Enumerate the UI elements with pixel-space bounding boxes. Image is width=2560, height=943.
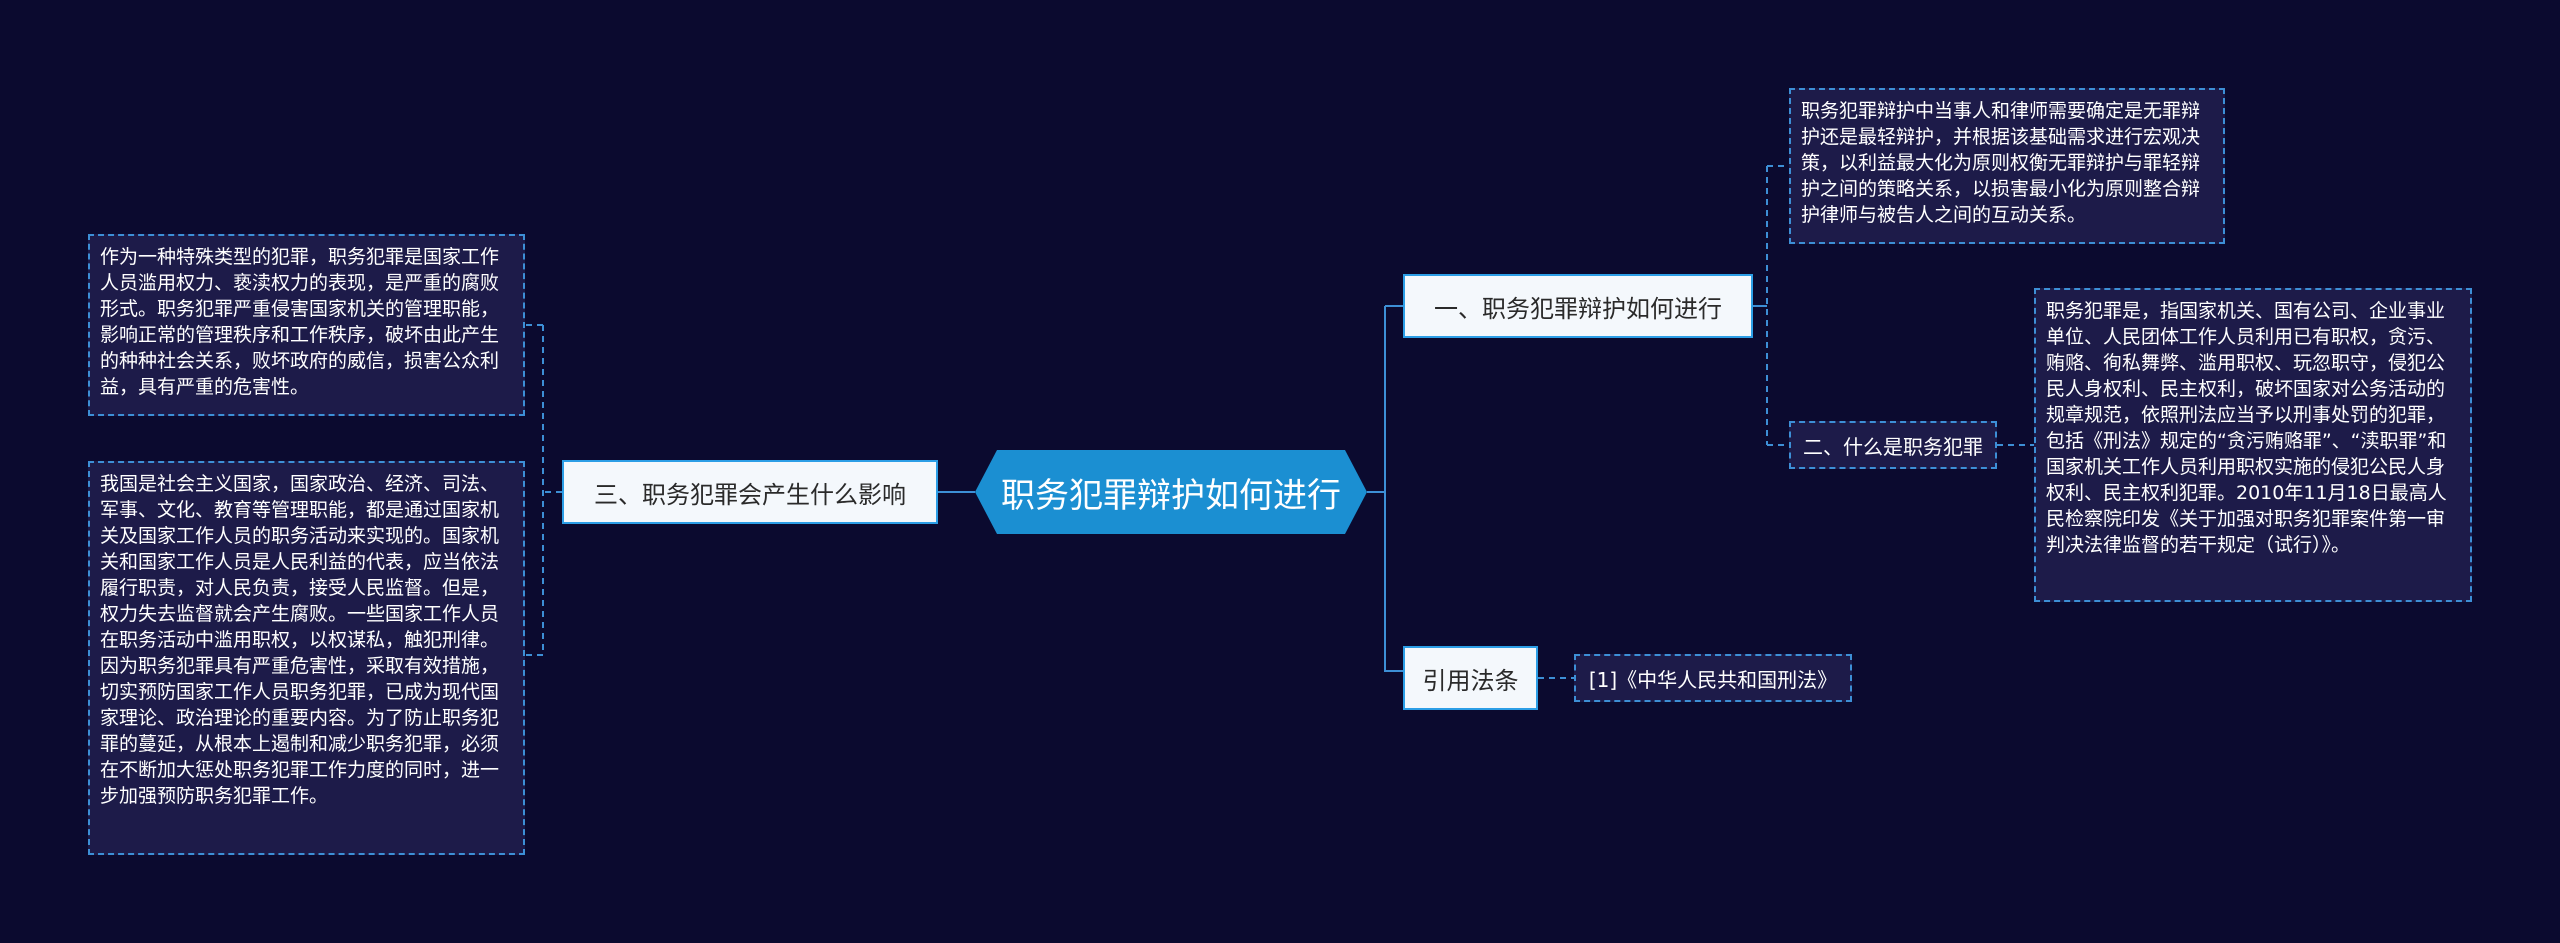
branch-impact-label: 三、职务犯罪会产生什么影响 <box>594 480 906 509</box>
branch-impact[interactable]: 三、职务犯罪会产生什么影响 <box>562 460 938 524</box>
leaf-defense-strategy-text: 职务犯罪辩护中当事人和律师需要确定是无罪辩护还是最轻辩护，并根据该基础需求进行宏… <box>1801 100 2201 226</box>
sub-criminal-law-label: [1]《中华人民共和国刑法》 <box>1588 667 1838 692</box>
branch-cited-law-label: 引用法条 <box>1422 666 1519 695</box>
branch-defense-method-label: 一、职务犯罪辩护如何进行 <box>1434 294 1722 323</box>
central-topic[interactable]: 职务犯罪辩护如何进行 <box>975 450 1367 534</box>
leaf-defense-strategy[interactable]: 职务犯罪辩护中当事人和律师需要确定是无罪辩护还是最轻辩护，并根据该基础需求进行宏… <box>1789 88 2225 244</box>
leaf-impact-severity-text: 作为一种特殊类型的犯罪，职务犯罪是国家工作人员滥用权力、亵渎权力的表现，是严重的… <box>100 246 500 398</box>
sub-what-is-crime-label: 二、什么是职务犯罪 <box>1803 434 1983 459</box>
leaf-impact-prevention-text: 我国是社会主义国家，国家政治、经济、司法、军事、文化、教育等管理职能，都是通过国… <box>100 473 500 807</box>
sub-what-is-crime[interactable]: 二、什么是职务犯罪 <box>1789 421 1997 469</box>
branch-cited-law[interactable]: 引用法条 <box>1403 646 1538 710</box>
sub-criminal-law[interactable]: [1]《中华人民共和国刑法》 <box>1574 654 1852 702</box>
leaf-impact-prevention[interactable]: 我国是社会主义国家，国家政治、经济、司法、军事、文化、教育等管理职能，都是通过国… <box>88 461 525 855</box>
branch-defense-method[interactable]: 一、职务犯罪辩护如何进行 <box>1403 274 1753 338</box>
connector-to-branch-cite <box>1384 492 1403 672</box>
leaf-crime-definition-text: 职务犯罪是，指国家机关、国有公司、企业事业单位、人民团体工作人员利用已有职权，贪… <box>2046 300 2447 556</box>
leaf-impact-severity[interactable]: 作为一种特殊类型的犯罪，职务犯罪是国家工作人员滥用权力、亵渎权力的表现，是严重的… <box>88 234 525 416</box>
leaf-crime-definition[interactable]: 职务犯罪是，指国家机关、国有公司、企业事业单位、人民团体工作人员利用已有职权，贪… <box>2034 288 2472 602</box>
central-topic-label: 职务犯罪辩护如何进行 <box>1001 475 1341 516</box>
